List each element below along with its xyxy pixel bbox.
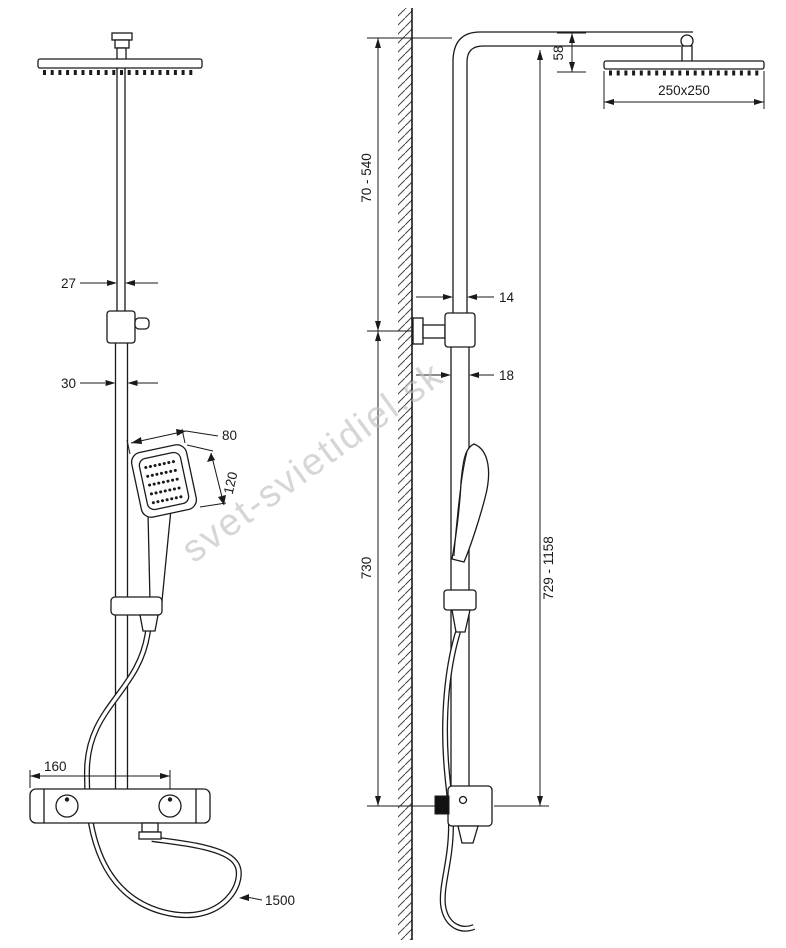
dim-column-height-label: 730 <box>359 557 374 580</box>
dim-column-height: 730 <box>359 331 446 807</box>
dim-pipe-lower-width: 30 <box>61 376 158 391</box>
overhead-shower-side <box>603 34 765 76</box>
shower-holder-front <box>110 596 163 632</box>
dim-mixer-centers-label: 160 <box>44 759 67 774</box>
dim-pipe-upper-width-label: 27 <box>61 276 76 291</box>
ball-joint <box>680 34 694 48</box>
dim-mixer-centers: 160 <box>29 759 171 794</box>
dim-handshower-height-label: 120 <box>221 470 241 495</box>
dim-pipe-upper-depth: 14 <box>416 290 515 305</box>
hose-outlet-side <box>457 825 479 844</box>
slider-junction-front <box>106 310 150 344</box>
dim-hose-length: 1500 <box>239 893 295 908</box>
dim-upper-range: 70 - 540 <box>359 37 452 332</box>
side-view: 58 250x250 70 - 540 730 <box>359 8 765 940</box>
hand-shower-front <box>130 444 198 602</box>
mixer-knob-side <box>434 795 450 815</box>
dim-pipe-upper-depth-label: 14 <box>499 290 515 305</box>
front-view: 27 30 160 <box>29 32 295 919</box>
wall <box>398 8 413 940</box>
dim-pipe-lower-depth: 18 <box>416 368 514 383</box>
mixer-handle-left <box>55 794 79 818</box>
overhead-plate-side <box>603 60 765 70</box>
hose-outlet-front <box>141 822 159 833</box>
dim-pipe-upper-width: 27 <box>61 276 158 291</box>
thermostatic-mixer-front <box>29 788 211 840</box>
dim-pipe-lower-depth-label: 18 <box>499 368 514 383</box>
shower-hose-front <box>83 630 242 919</box>
overhead-plate-front <box>37 58 203 69</box>
mixer-handle-right <box>158 794 182 818</box>
thermostatic-mixer-side <box>434 785 493 844</box>
hand-shower-handle-front <box>147 508 172 602</box>
shower-holder-side <box>443 589 477 633</box>
dim-overall-range-label: 729 - 1158 <box>541 536 556 600</box>
dim-head-size-label: 250x250 <box>658 83 710 98</box>
dim-handshower-width: 80 <box>126 428 237 455</box>
dim-upper-range-label: 70 - 540 <box>359 153 374 203</box>
overhead-shower-front <box>37 32 203 75</box>
dim-head-drop: 58 <box>551 32 586 73</box>
riser-pipe-side <box>450 31 693 788</box>
dim-overall-range: 729 - 1158 <box>494 50 556 807</box>
dim-head-size: 250x250 <box>603 71 765 109</box>
wall-bracket-side <box>412 312 476 348</box>
dim-head-drop-label: 58 <box>551 45 566 60</box>
slider-knob <box>134 317 150 330</box>
riser-pipe-front <box>114 68 129 789</box>
dim-pipe-lower-width-label: 30 <box>61 376 76 391</box>
wall-hatch <box>398 8 412 940</box>
dim-handshower-height: 120 <box>186 444 241 508</box>
hand-shower-side <box>451 443 490 563</box>
dim-handshower-width-label: 80 <box>222 428 237 443</box>
dim-hose-length-label: 1500 <box>265 893 295 908</box>
